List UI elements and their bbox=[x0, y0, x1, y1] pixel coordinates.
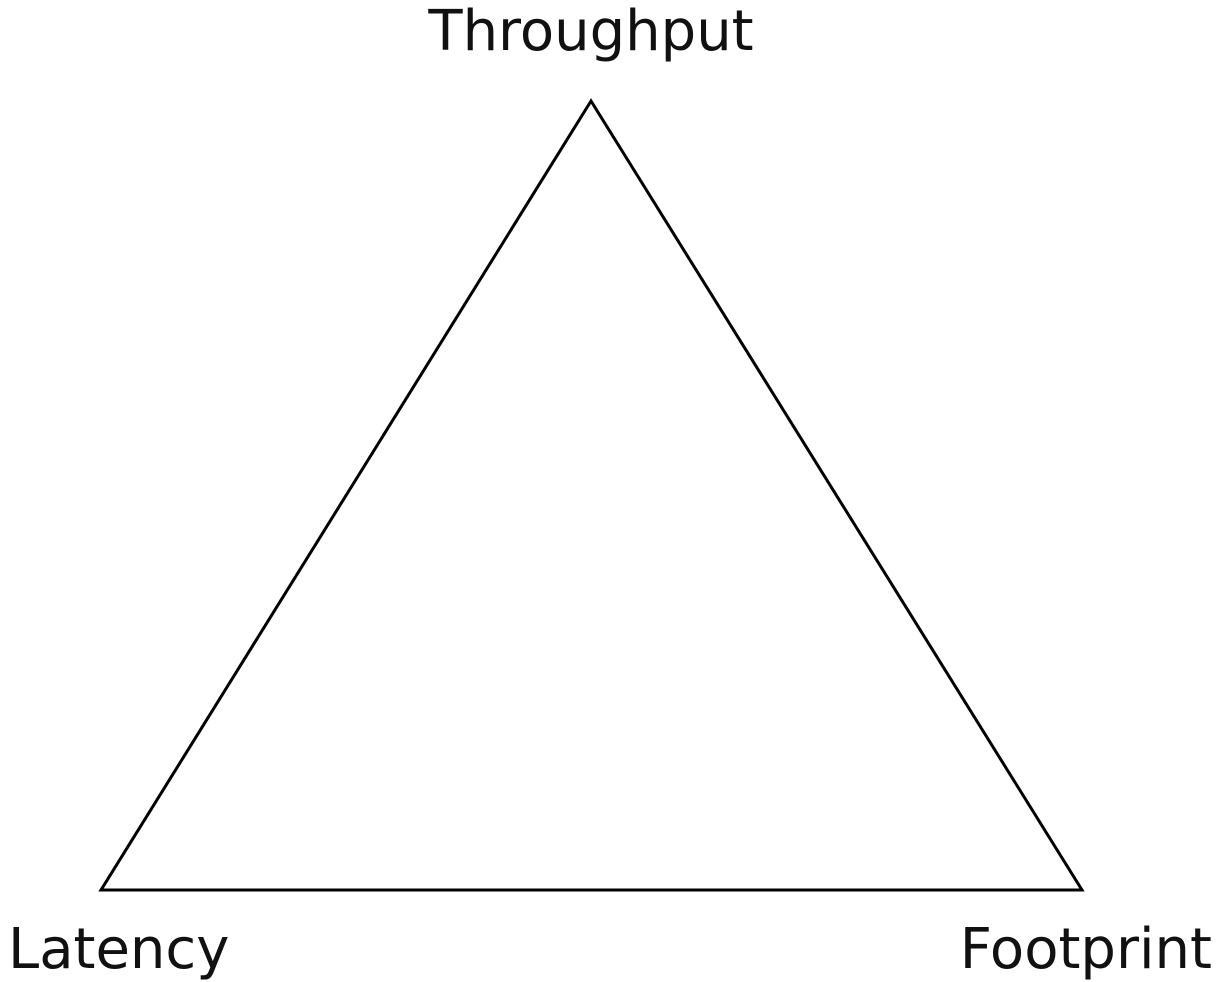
triangle-outline bbox=[98, 98, 1085, 892]
vertex-label-footprint: Footprint bbox=[960, 917, 1212, 982]
vertex-label-throughput: Throughput bbox=[427, 0, 753, 64]
vertex-label-latency: Latency bbox=[8, 917, 229, 982]
